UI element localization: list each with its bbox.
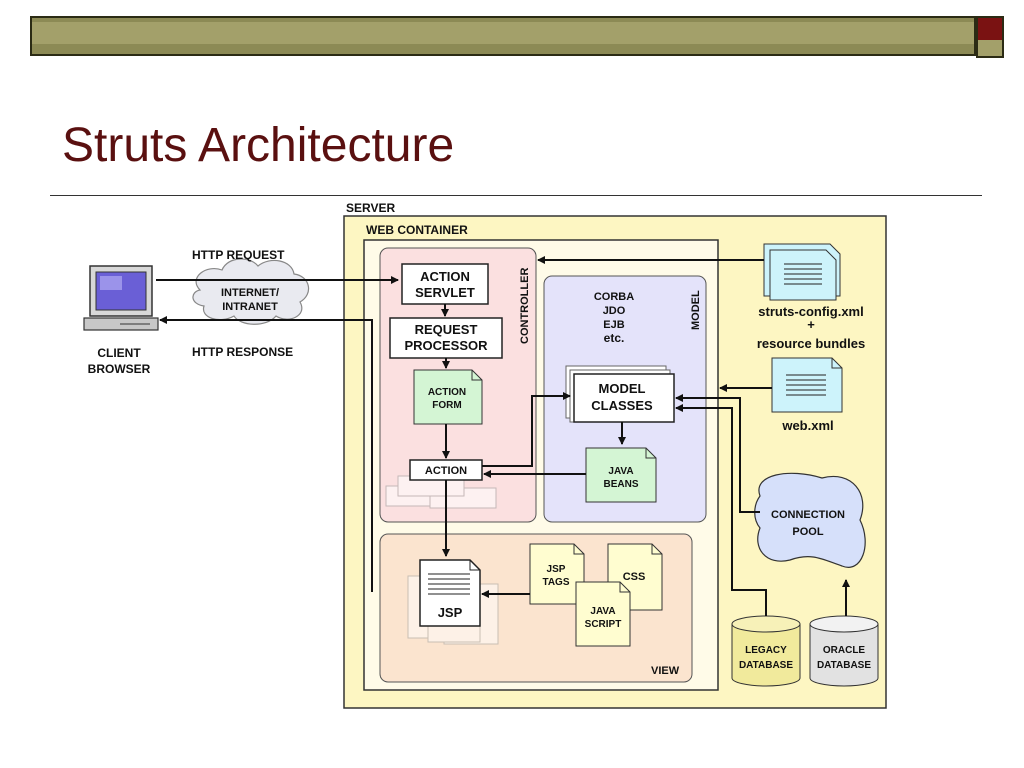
http-response-label: HTTP RESPONSE [192, 345, 293, 359]
action-servlet-box [401, 263, 489, 305]
model-tech-etc: etc. [604, 331, 625, 345]
struts-config-document [763, 243, 841, 301]
java-script-label-2: SCRIPT [585, 619, 622, 630]
struts-config-label-2: + [807, 317, 815, 332]
title-bar-stripe [32, 22, 974, 44]
action-form-label-1: ACTION [428, 387, 466, 398]
css-label: CSS [623, 571, 646, 583]
http-request-label: HTTP REQUEST [192, 248, 285, 262]
client-browser-label-1: CLIENT [97, 346, 141, 360]
connection-pool-shape [754, 472, 866, 568]
jsp-tags-label-2: TAGS [542, 577, 569, 588]
model-label: MODEL [690, 290, 702, 330]
struts-config-label-3: resource bundles [757, 336, 865, 351]
java-beans-label-1: JAVA [608, 466, 633, 477]
java-beans-document [585, 447, 657, 503]
action-servlet-label-1: ACTION [420, 269, 470, 284]
action-servlet-label-2: SERVLET [415, 285, 475, 300]
model-classes-label-2: CLASSES [591, 398, 653, 413]
web-xml-document [771, 357, 843, 413]
internet-cloud-icon [192, 258, 310, 325]
model-tech-ejb: EJB [603, 319, 624, 331]
model-tech-jdo: JDO [603, 305, 626, 317]
web-xml-label: web.xml [781, 418, 833, 433]
java-script-document [575, 581, 631, 647]
request-processor-label-1: REQUEST [415, 322, 478, 337]
oracle-database-cylinder [809, 615, 879, 687]
action-label: ACTION [425, 465, 467, 477]
legacy-database-cylinder [731, 615, 801, 687]
struts-config-label-1: struts-config.xml [758, 304, 863, 319]
jsp-tags-label-1: JSP [547, 564, 566, 575]
view-label: VIEW [651, 665, 680, 677]
connection-pool-label-1: CONNECTION [771, 509, 845, 521]
title-bar-decoration [30, 16, 976, 56]
server-label: SERVER [346, 201, 395, 215]
action-form-document [413, 369, 483, 425]
connection-pool-label-2: POOL [792, 526, 823, 538]
title-divider [50, 195, 982, 196]
arrow-http-response [159, 316, 373, 592]
oracle-db-label-1: ORACLE [823, 645, 866, 656]
jsp-label: JSP [438, 605, 463, 620]
controller-label: CONTROLLER [519, 268, 531, 344]
client-browser-label-2: BROWSER [88, 362, 151, 376]
internet-label-2: INTRANET [222, 301, 278, 313]
arrow-pool-to-model [675, 394, 760, 513]
request-processor-box [389, 317, 503, 359]
oracle-db-label-2: DATABASE [817, 660, 871, 671]
model-tech-corba: CORBA [594, 291, 634, 303]
title-bar-olive-block [976, 40, 1004, 58]
jsp-document [419, 559, 481, 627]
diagram-connectors [156, 256, 850, 616]
legacy-db-label-2: DATABASE [739, 660, 793, 671]
slide-title: Struts Architecture [62, 119, 455, 172]
model-classes-box [565, 365, 675, 423]
client-browser-computer-icon [83, 265, 159, 331]
web-container-label: WEB CONTAINER [366, 223, 468, 237]
action-form-label-2: FORM [432, 400, 461, 411]
java-script-label-1: JAVA [590, 606, 615, 617]
model-classes-label-1: MODEL [599, 381, 646, 396]
arrow-action-to-model [482, 392, 571, 467]
internet-label-1: INTERNET/ [221, 287, 279, 299]
request-processor-label-2: PROCESSOR [404, 338, 488, 353]
legacy-db-label-1: LEGACY [745, 645, 787, 656]
java-beans-label-2: BEANS [603, 479, 638, 490]
arrow-legacy-to-model [675, 404, 767, 616]
